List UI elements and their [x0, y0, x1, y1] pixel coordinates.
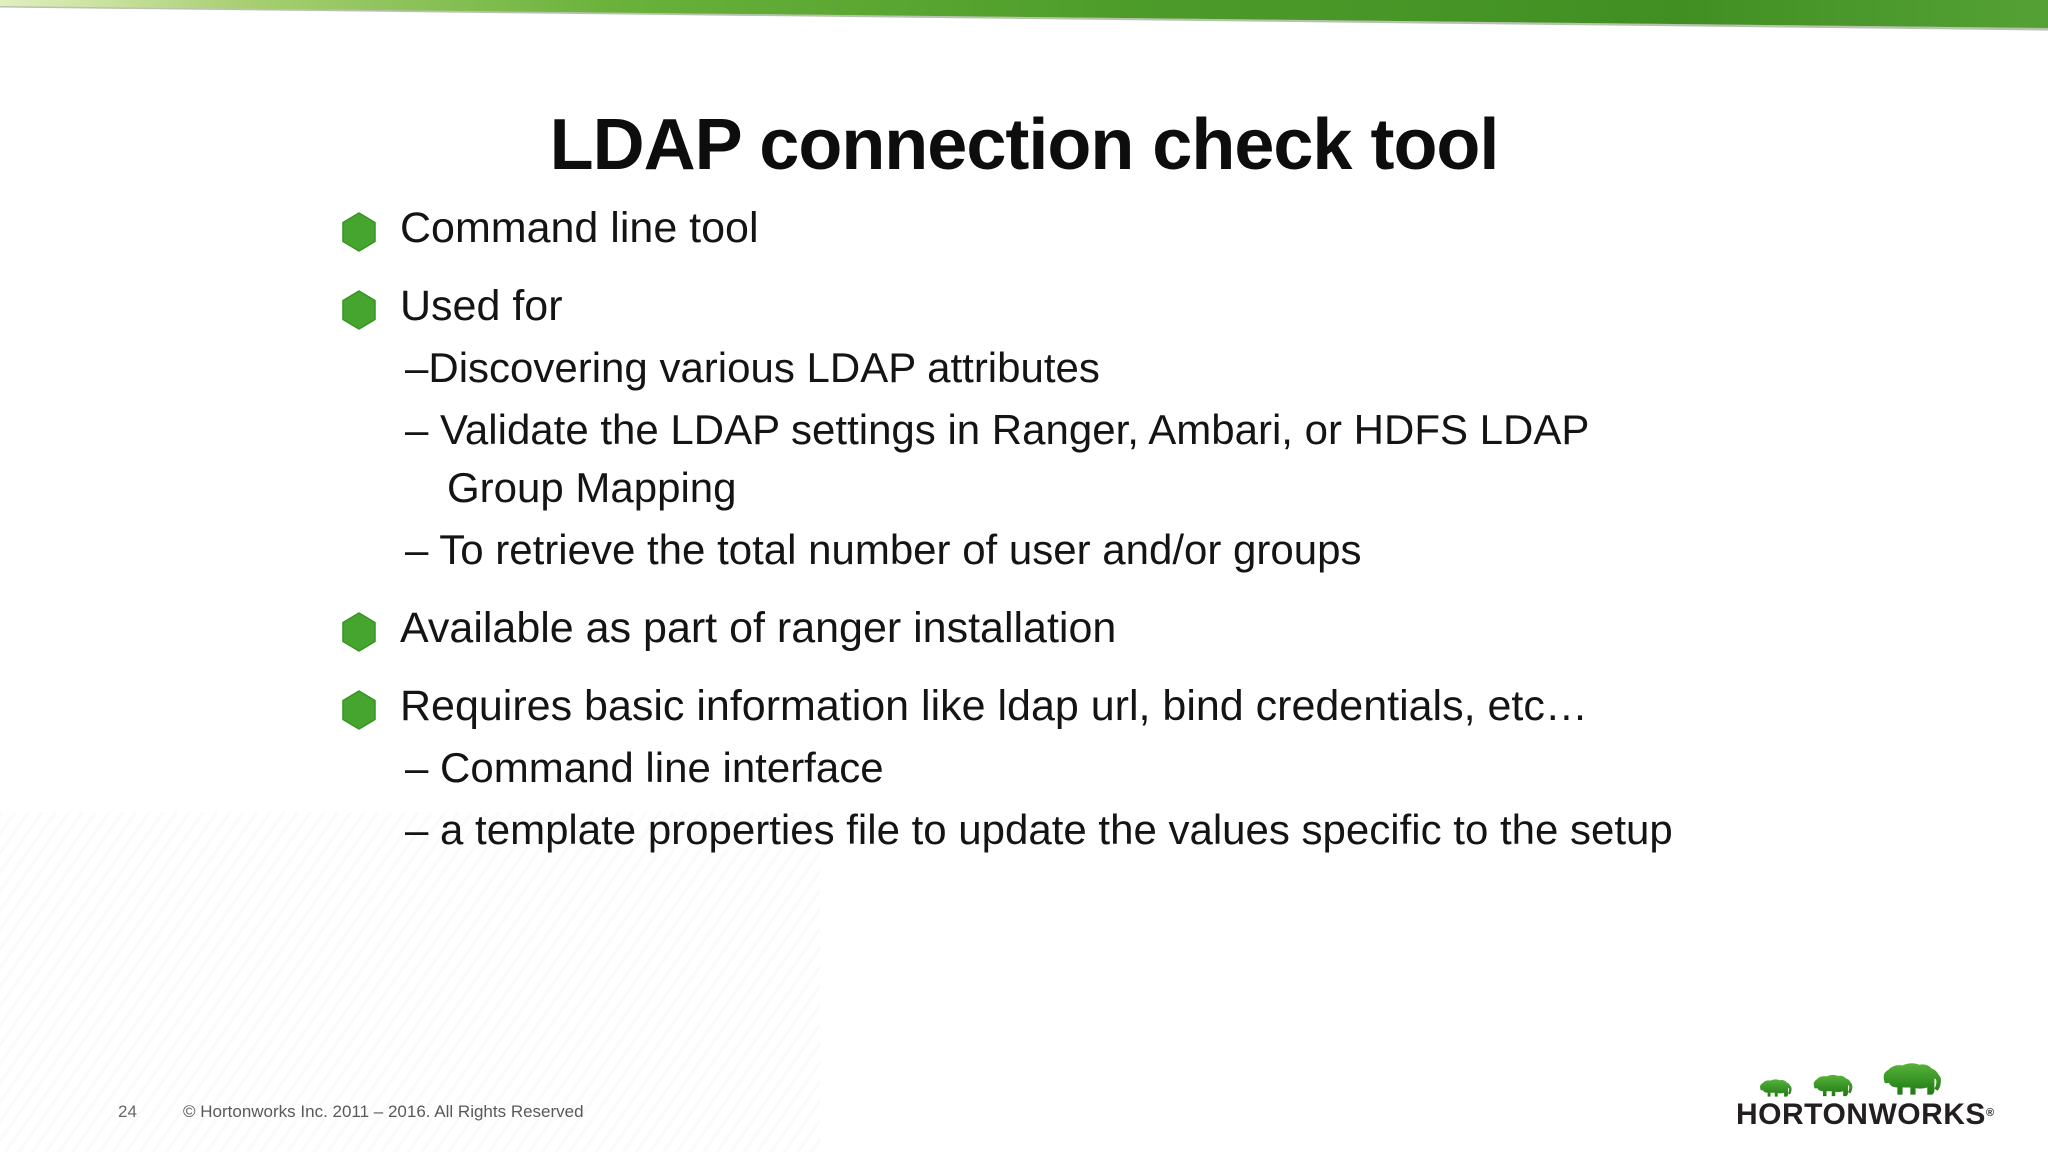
copyright-text: © Hortonworks Inc. 2011 – 2016. All Righ…	[183, 1102, 584, 1121]
bullet-text: Used for	[400, 282, 563, 330]
bullet-text: Command line tool	[400, 204, 759, 252]
sub-bullet-text: – Command line interface	[405, 744, 884, 791]
bullet-item: Available as part of ranger installation	[342, 600, 1710, 657]
sub-bullet-text: –Discovering various LDAP attributes	[405, 344, 1100, 391]
sub-bullet-text: – To retrieve the total number of user a…	[405, 526, 1362, 573]
green-gradient-band-graphic	[0, 0, 2048, 31]
hortonworks-logo: HORTONWORKS®	[1736, 1058, 1995, 1132]
sub-bullet-text: – Validate the LDAP settings in Ranger, …	[405, 406, 1589, 511]
page-number: 24	[118, 1102, 137, 1121]
bullet-item: Used for	[342, 278, 1710, 335]
bullet-text: Requires basic information like ldap url…	[400, 682, 1588, 730]
hexagon-bullet-icon	[342, 287, 376, 330]
bullet-text: Available as part of ranger installation	[400, 604, 1117, 652]
corner-texture-decoration	[0, 812, 820, 1152]
hexagon-bullet-icon	[342, 609, 376, 652]
medium-elephant-icon	[1813, 1074, 1853, 1097]
bullet-item: Command line tool	[342, 200, 1710, 257]
top-accent-band	[0, 0, 2048, 40]
hexagon-bullet-icon	[342, 209, 376, 252]
bullet-item: Requires basic information like ldap url…	[342, 678, 1710, 735]
large-elephant-icon	[1883, 1063, 1941, 1095]
small-elephant-icon	[1760, 1079, 1792, 1097]
elephants-icon	[1760, 1063, 1941, 1097]
hortonworks-wordmark: HORTONWORKS®	[1736, 1098, 1995, 1131]
trademark-symbol: ®	[1985, 1107, 1995, 1119]
bullet-list: Command line tool Used for –Discovering …	[342, 200, 1710, 859]
sub-bullet-text: – a template properties file to update t…	[405, 806, 1673, 853]
page-title: LDAP connection check tool	[549, 105, 1500, 186]
hexagon-bullet-icon	[342, 687, 376, 730]
